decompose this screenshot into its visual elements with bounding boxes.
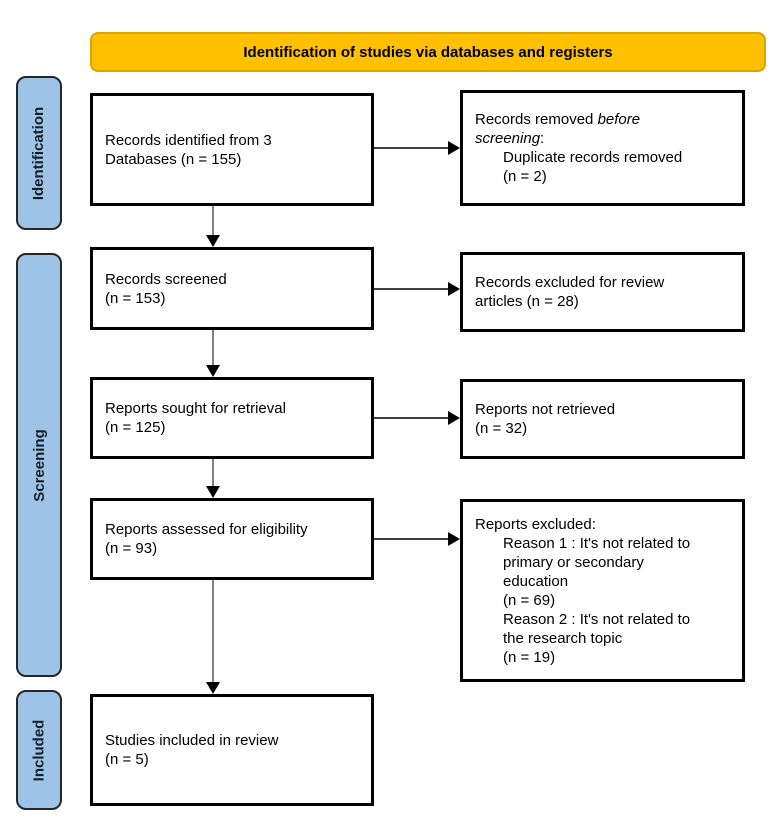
box-records-screened: Records screened (n = 153) bbox=[90, 247, 374, 330]
box-reports-excluded-title: Reports excluded: bbox=[475, 515, 596, 533]
arrow-assessed-to-included-line bbox=[212, 580, 214, 682]
arrow-sought-to-assessed-line bbox=[212, 459, 214, 486]
arrow-identified-to-removed-line bbox=[374, 147, 448, 149]
records-removed-italic-before: before bbox=[597, 111, 641, 128]
stage-included: Included bbox=[16, 690, 62, 810]
box-reports-excluded: Reports excluded: Reason 1 : It's not re… bbox=[460, 499, 745, 682]
arrow-screened-to-excluded-head bbox=[448, 282, 460, 296]
arrow-sought-to-not-retrieved-line bbox=[374, 417, 448, 419]
box-reports-assessed: Reports assessed for eligibility (n = 93… bbox=[90, 498, 374, 580]
banner-label: Identification of studies via databases … bbox=[243, 43, 613, 61]
records-removed-plain: Records removed bbox=[475, 111, 598, 128]
arrow-screened-to-sought-line bbox=[212, 330, 214, 365]
box-studies-included: Studies included in review (n = 5) bbox=[90, 694, 374, 806]
stage-screening: Screening bbox=[16, 253, 62, 677]
arrow-screened-to-sought-head bbox=[206, 365, 220, 377]
stage-identification: Identification bbox=[16, 76, 62, 230]
stage-screening-label: Screening bbox=[30, 428, 48, 502]
arrow-sought-to-assessed-head bbox=[206, 486, 220, 498]
box-records-excluded-review: Records excluded for review articles (n … bbox=[460, 252, 745, 332]
records-removed-italic-screening: screening bbox=[475, 130, 541, 147]
box-reports-sought-text: Reports sought for retrieval (n = 125) bbox=[105, 400, 286, 436]
arrow-assessed-to-excluded-head bbox=[448, 532, 460, 546]
box-records-identified: Records identified from 3 Databases (n =… bbox=[90, 93, 374, 206]
arrow-assessed-to-excluded-line bbox=[374, 538, 448, 540]
banner-identification-via-databases: Identification of studies via databases … bbox=[90, 32, 766, 72]
records-removed-colon: : bbox=[540, 130, 545, 147]
box-reports-not-retrieved: Reports not retrieved (n = 32) bbox=[460, 379, 745, 459]
box-records-removed-heading: Records removed before screening: bbox=[475, 110, 734, 148]
box-records-excluded-review-text: Records excluded for review articles (n … bbox=[475, 274, 665, 310]
box-records-screened-text: Records screened (n = 153) bbox=[105, 270, 227, 307]
arrow-identified-to-screened-head bbox=[206, 235, 220, 247]
arrow-screened-to-excluded-line bbox=[374, 288, 448, 290]
box-records-removed-detail: Duplicate records removed (n = 2) bbox=[503, 149, 683, 185]
arrow-sought-to-not-retrieved-head bbox=[448, 411, 460, 425]
box-reports-sought: Reports sought for retrieval (n = 125) bbox=[90, 377, 374, 459]
arrow-identified-to-removed-head bbox=[448, 141, 460, 155]
box-reports-excluded-reasons: Reason 1 : It's not related to primary o… bbox=[503, 534, 691, 666]
stage-identification-label: Identification bbox=[30, 106, 48, 200]
stage-included-label: Included bbox=[30, 719, 48, 781]
box-reports-not-retrieved-text: Reports not retrieved (n = 32) bbox=[475, 401, 616, 437]
box-studies-included-text: Studies included in review (n = 5) bbox=[105, 732, 279, 768]
box-records-removed: Records removed before screening: Duplic… bbox=[460, 90, 745, 206]
arrow-assessed-to-included-head bbox=[206, 682, 220, 694]
arrow-identified-to-screened-line bbox=[212, 206, 214, 235]
box-reports-assessed-text: Reports assessed for eligibility (n = 93… bbox=[105, 521, 308, 557]
box-records-identified-text: Records identified from 3 Databases (n =… bbox=[105, 131, 272, 168]
